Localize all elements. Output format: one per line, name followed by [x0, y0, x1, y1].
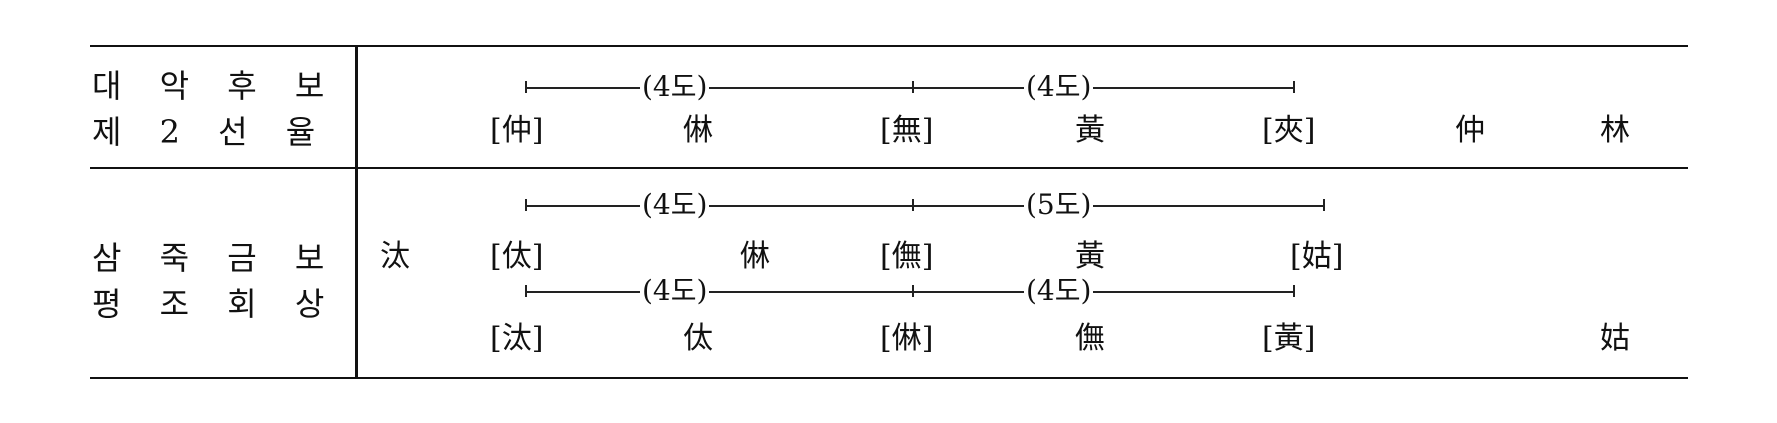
row2-upper-note-4: 黃 [1075, 239, 1105, 274]
row1-note-2: 㑣 [683, 113, 713, 148]
row1-label-line2: 제 2 선 율 [92, 113, 330, 151]
row1-note-5: [夾] [1262, 113, 1316, 148]
middle-rule [90, 167, 1688, 169]
row1-note-7: 林 [1600, 113, 1630, 148]
row2-lower-note-3: [㑣] [880, 321, 934, 356]
row2-upper-note-3: [㒇] [880, 239, 934, 274]
row2-upper-note-2: 㑣 [740, 239, 770, 274]
row1-note-3: [無] [880, 113, 934, 148]
bottom-rule [90, 377, 1688, 379]
row2-upper-interval-1: (4도) [640, 188, 710, 221]
row2-upper-interval-2: (5도) [1024, 188, 1094, 221]
row1-note-6: 仲 [1455, 113, 1485, 148]
row1-note-4: 黃 [1075, 113, 1105, 148]
row2-upper-note-5: [姑] [1290, 239, 1344, 274]
row2-lower-interval-1: (4도) [640, 274, 710, 307]
row1-interval-2: (4도) [1024, 70, 1094, 103]
row2-label-line2: 평 조 회 상 [92, 285, 339, 323]
row2-lower-interval-2: (4도) [1024, 274, 1094, 307]
row2-lower-note-6: 姑 [1600, 321, 1630, 356]
row2-upper-note-1: [㑀] [490, 239, 544, 274]
row1-note-1: [仲] [490, 113, 544, 148]
column-divider [355, 45, 358, 379]
row2-lower-note-5: [黃] [1262, 321, 1316, 356]
row1-label-line1: 대 악 후 보 [92, 67, 339, 105]
row2-lower-note-2: 㑀 [683, 321, 713, 356]
row2-prefix-note: 汰 [380, 239, 410, 274]
row2-lower-note-4: 㒇 [1075, 321, 1105, 356]
row2-label-line1: 삼 죽 금 보 [92, 239, 339, 277]
row2-lower-note-1: [汰] [490, 321, 544, 356]
row1-interval-1: (4도) [640, 70, 710, 103]
top-rule [90, 45, 1688, 47]
